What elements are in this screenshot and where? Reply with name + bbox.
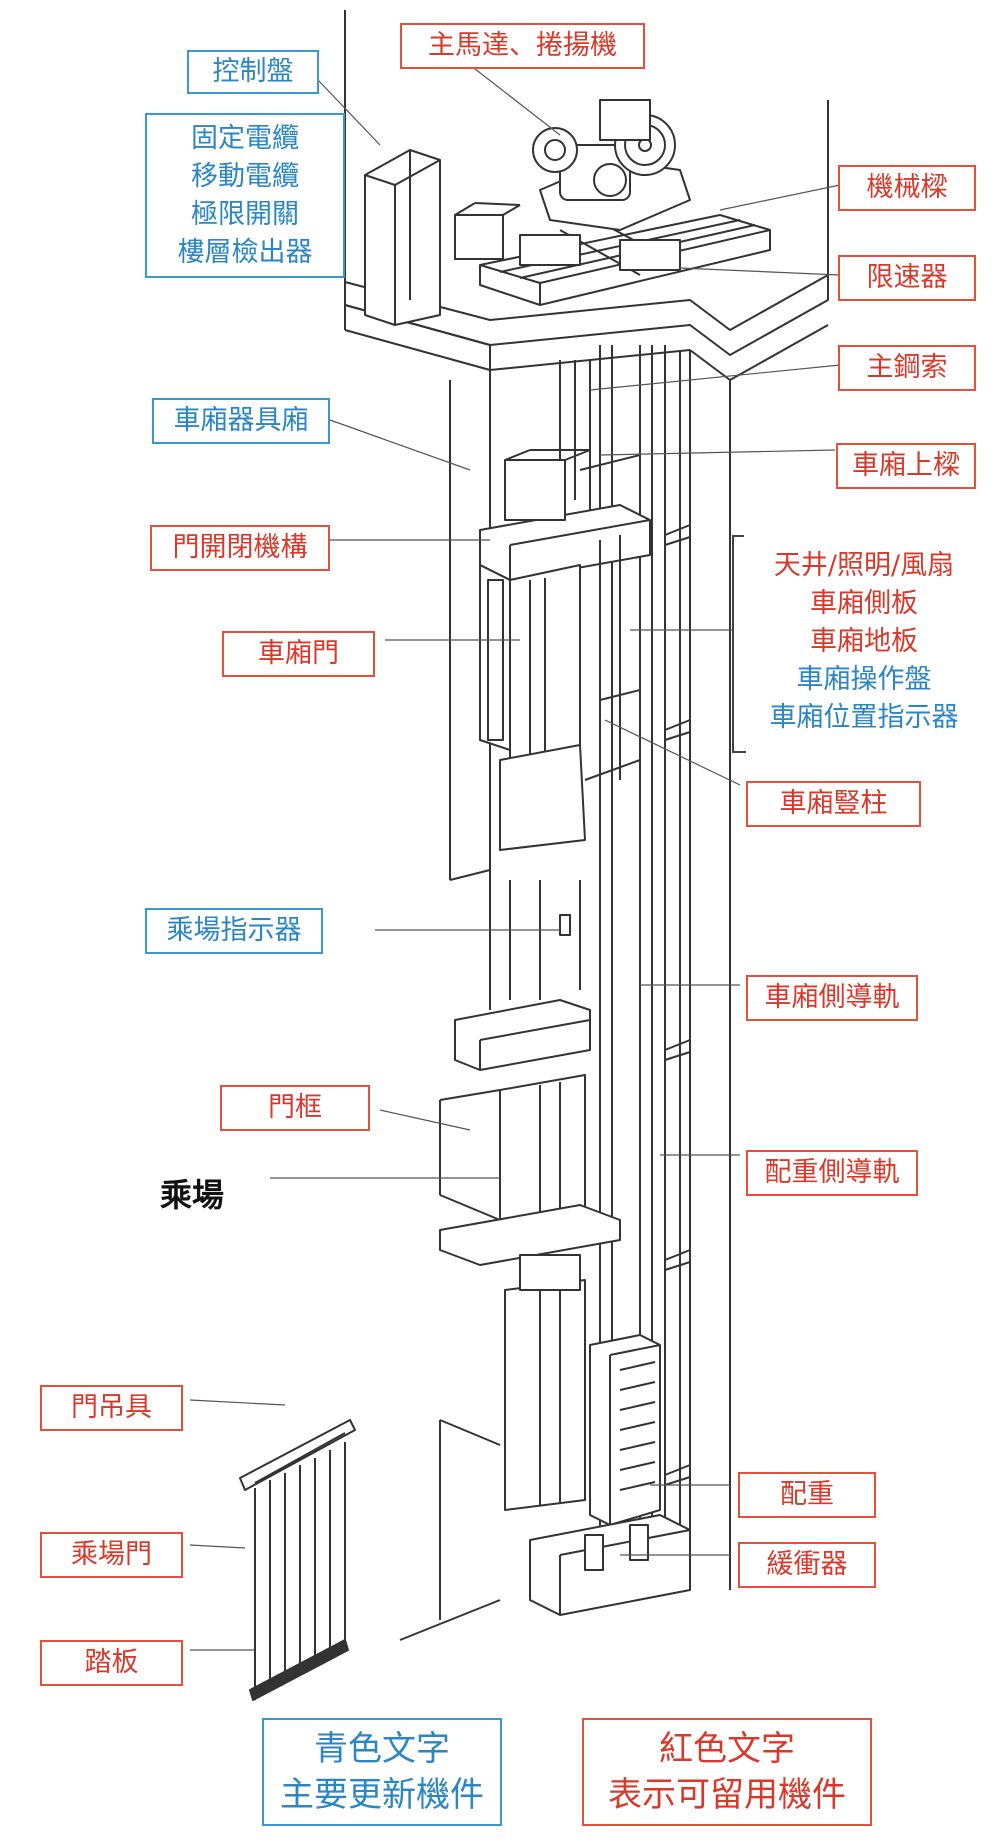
- label-car-parts-item: 車廂側板: [810, 588, 918, 619]
- label-counterweight: 配重: [738, 1472, 876, 1518]
- label-car-equipment: 車廂器具廂: [152, 398, 330, 444]
- label-door-operator: 門開閉機構: [150, 525, 330, 571]
- label-cables-item: 極限開關: [191, 198, 299, 230]
- legend-red-line: 紅色文字: [659, 1729, 795, 1769]
- car-parts-bracket: [732, 535, 746, 753]
- label-main-motor: 主馬達、捲揚機: [400, 23, 645, 69]
- middle-landing: [439, 1074, 621, 1266]
- label-door-frame: 門框: [220, 1085, 370, 1131]
- leader-lines: [189, 64, 841, 1651]
- hall-door-drawing: [239, 1419, 356, 1701]
- label-cables-item: 移動電纜: [191, 160, 299, 192]
- counterweight-drawing: [589, 1334, 661, 1526]
- label-car-parts-item: 車廂位置指示器: [769, 702, 959, 733]
- label-hall-door: 乘場門: [40, 1532, 183, 1578]
- elevator-car: [479, 449, 651, 851]
- lower-landing: [399, 1254, 586, 1641]
- label-cw-guide-rail: 配重側導軌: [746, 1150, 918, 1196]
- label-car-top-beam: 車廂上樑: [836, 443, 976, 489]
- label-sill: 踏板: [40, 1640, 183, 1686]
- label-car-parts-group: 天井/照明/風扇 車廂側板 車廂地板 車廂操作盤 車廂位置指示器: [744, 535, 984, 749]
- label-main-rope: 主鋼索: [838, 345, 976, 391]
- label-car-door: 車廂門: [222, 631, 375, 677]
- label-cables-group: 固定電纜 移動電纜 極限開關 樓層檢出器: [145, 113, 345, 278]
- label-machine-beam: 機械樑: [838, 165, 976, 211]
- label-car-guide-rail: 車廂側導軌: [746, 975, 918, 1021]
- label-cables-item: 樓層檢出器: [177, 236, 313, 268]
- label-buffer: 緩衝器: [738, 1542, 876, 1588]
- machine-base: [479, 214, 771, 306]
- label-door-hanger: 門吊具: [40, 1385, 183, 1431]
- label-car-stile: 車廂豎柱: [746, 781, 921, 827]
- pit: [529, 1514, 691, 1616]
- legend-blue: 青色文字 主要更新機件: [262, 1718, 502, 1826]
- legend-blue-line: 青色文字: [314, 1729, 450, 1769]
- label-hall: 乘場: [160, 1176, 225, 1214]
- label-cables-item: 固定電纜: [191, 122, 299, 154]
- label-control-panel: 控制盤: [187, 50, 319, 94]
- upper-landing: [454, 880, 591, 1071]
- label-governor: 限速器: [838, 255, 976, 301]
- legend-red-line: 表示可留用機件: [608, 1775, 846, 1815]
- label-car-parts-item: 天井/照明/風扇: [773, 550, 955, 581]
- legend-blue-line: 主要更新機件: [280, 1775, 484, 1815]
- label-hall-indicator: 乘場指示器: [145, 908, 323, 954]
- label-car-parts-item: 車廂地板: [810, 626, 918, 657]
- control-cabinet-drawing: [364, 149, 521, 326]
- traction-machine: [532, 99, 691, 231]
- legend-red: 紅色文字 表示可留用機件: [582, 1718, 872, 1826]
- label-car-parts-item: 車廂操作盤: [796, 664, 932, 695]
- rail-brackets: [664, 524, 691, 1486]
